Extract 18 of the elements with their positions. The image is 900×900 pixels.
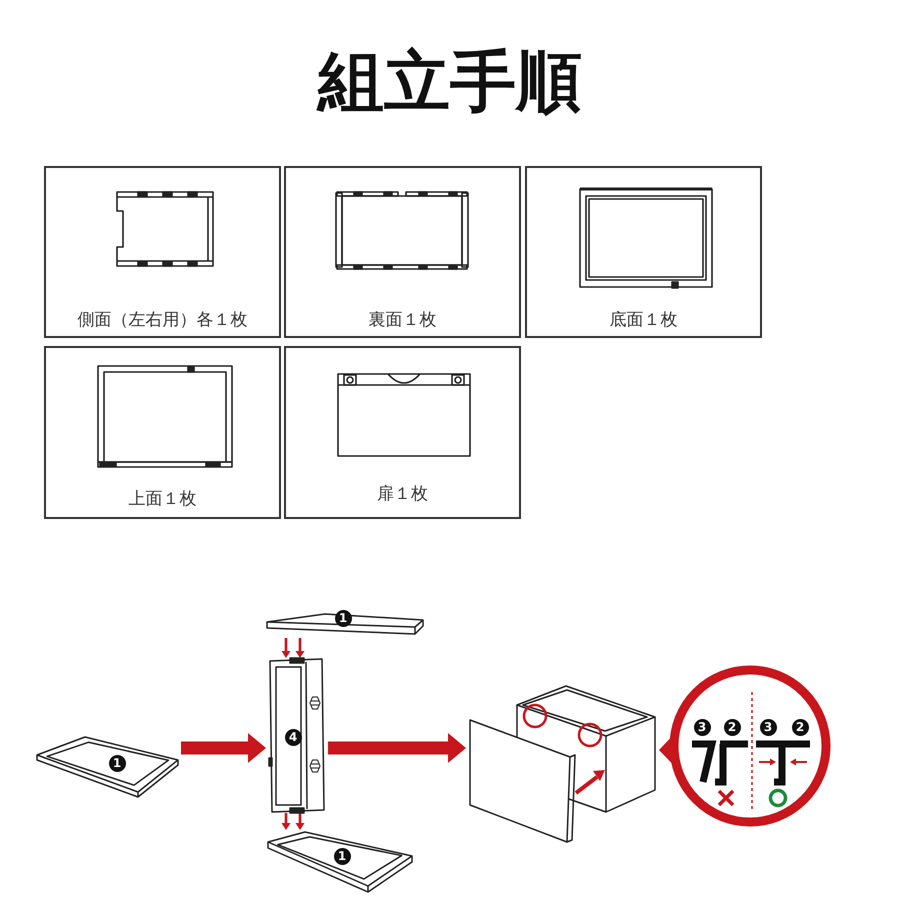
part-card — [44, 166, 281, 338]
part-card — [525, 166, 762, 338]
part-caption: 上面１枚 — [128, 488, 196, 510]
page-title: 組立手順 — [318, 44, 582, 120]
part-card — [284, 346, 521, 519]
arrow — [296, 813, 304, 830]
callout-number: 1 — [334, 610, 352, 626]
arrow — [282, 638, 290, 658]
arrow — [282, 813, 290, 830]
arrow — [181, 733, 266, 763]
part-card — [284, 166, 521, 338]
part-caption: 裏面１枚 — [368, 309, 436, 331]
part-card — [44, 346, 281, 519]
part-caption: 底面１枚 — [610, 309, 678, 331]
arrow — [328, 733, 466, 763]
arrow — [296, 638, 304, 658]
part-caption: 側面（左右用）各１枚 — [78, 309, 248, 331]
part-caption: 扉１枚 — [377, 483, 428, 505]
